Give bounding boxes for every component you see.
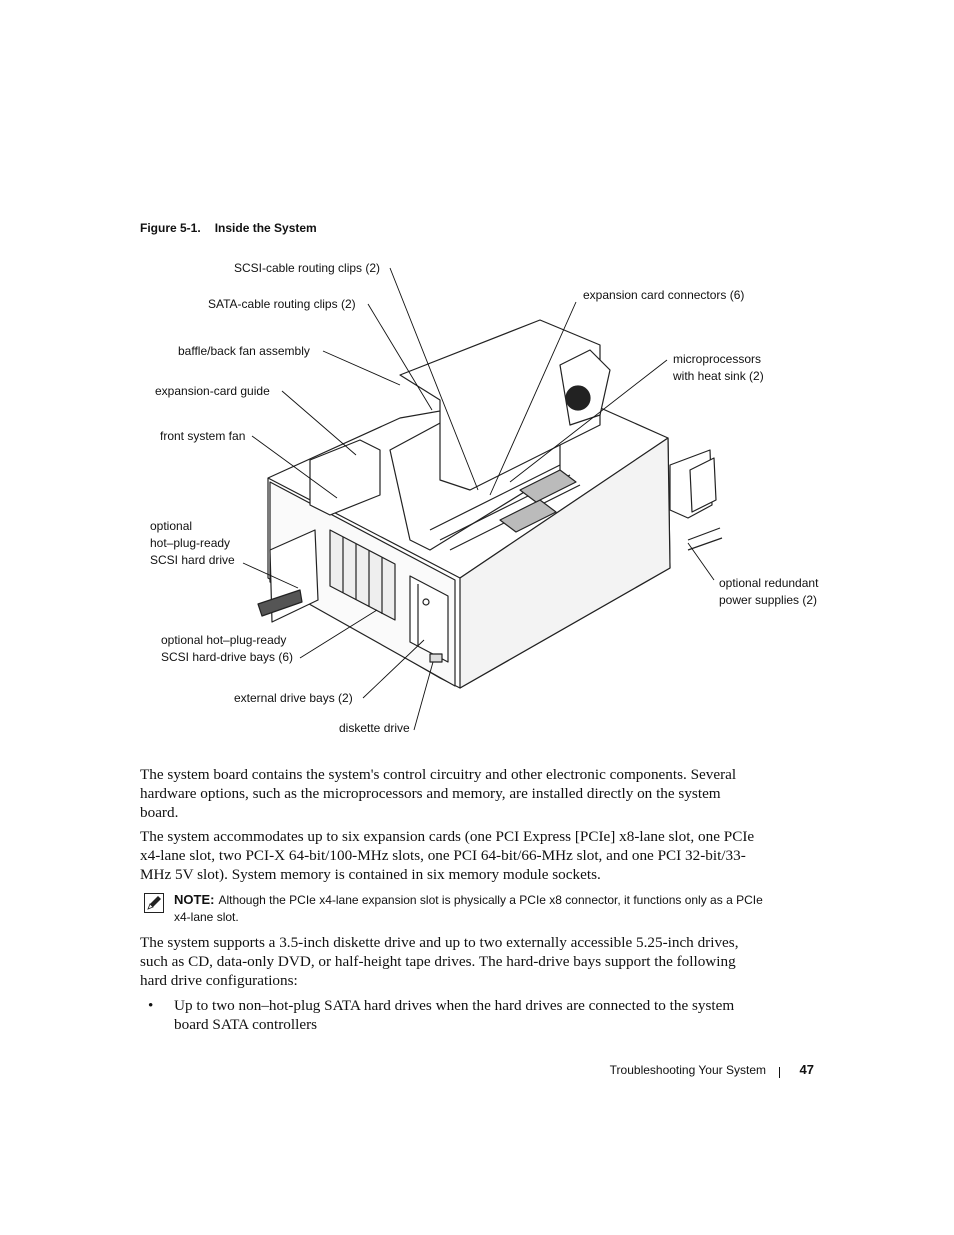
callout-optional-hard-drive: optional hot–plug-ready SCSI hard drive [150, 518, 235, 569]
callout-microprocessors-line-2: with heat sink (2) [673, 369, 764, 383]
callout-diskette-drive: diskette drive [339, 721, 410, 735]
paragraph-system-board: The system board contains the system's c… [140, 766, 737, 821]
note-label: NOTE: [174, 892, 215, 907]
figure-title: Inside the System [214, 221, 317, 235]
callout-power-supplies-line-2: power supplies (2) [719, 593, 818, 607]
callout-optional-hd-line-2: hot–plug-ready [150, 536, 231, 550]
note-body: Although the PCIe x4-lane expansion slot… [174, 893, 763, 924]
bullet-icon: • [148, 997, 154, 1014]
page-footer: Troubleshooting Your System 47 [560, 1062, 820, 1082]
callout-expansion-card-connectors: expansion card connectors (6) [583, 288, 745, 302]
callout-scsi-cable-clips: SCSI-cable routing clips (2) [234, 261, 381, 275]
callout-sata-cable-clips: SATA-cable routing clips (2) [208, 297, 356, 311]
callout-optional-hd-line-3: SCSI hard drive [150, 553, 235, 567]
callout-external-drive-bays: external drive bays (2) [234, 691, 353, 705]
callout-baffle-fan-assembly: baffle/back fan assembly [178, 344, 310, 358]
callout-microprocessors-line-1: microprocessors [673, 352, 762, 366]
paragraph-drive-support: The system supports a 3.5-inch diskette … [140, 934, 739, 989]
note-text-block: NOTE:Although the PCIe x4-lane expansion… [174, 891, 764, 926]
callout-hd-bays-line-2: SCSI hard-drive bays (6) [161, 650, 294, 664]
bullet-text: Up to two non–hot-plug SATA hard drives … [174, 997, 735, 1033]
paragraph-expansion-cards: The system accommodates up to six expans… [140, 828, 755, 883]
footer-section-title: Troubleshooting Your System [609, 1063, 766, 1077]
server-chassis-illustration [242, 267, 723, 731]
callout-expansion-card-guide: expansion-card guide [155, 384, 270, 398]
footer-divider [779, 1067, 780, 1078]
callout-power-supplies: optional redundant power supplies (2) [719, 575, 818, 609]
callout-microprocessors: microprocessors with heat sink (2) [673, 351, 764, 385]
note-pencil-icon [144, 893, 164, 913]
callout-hard-drive-bays: optional hot–plug-ready SCSI hard-drive … [161, 632, 293, 666]
page-number: 47 [799, 1062, 814, 1077]
callout-power-supplies-line-1: optional redundant [719, 576, 819, 590]
callout-hd-bays-line-1: optional hot–plug-ready [161, 633, 287, 647]
figure-number: Figure 5-1. [140, 221, 201, 235]
callout-optional-hd-line-1: optional [150, 519, 193, 533]
figure-caption: Figure 5-1. Inside the System [140, 221, 317, 235]
callout-front-system-fan: front system fan [160, 429, 246, 443]
